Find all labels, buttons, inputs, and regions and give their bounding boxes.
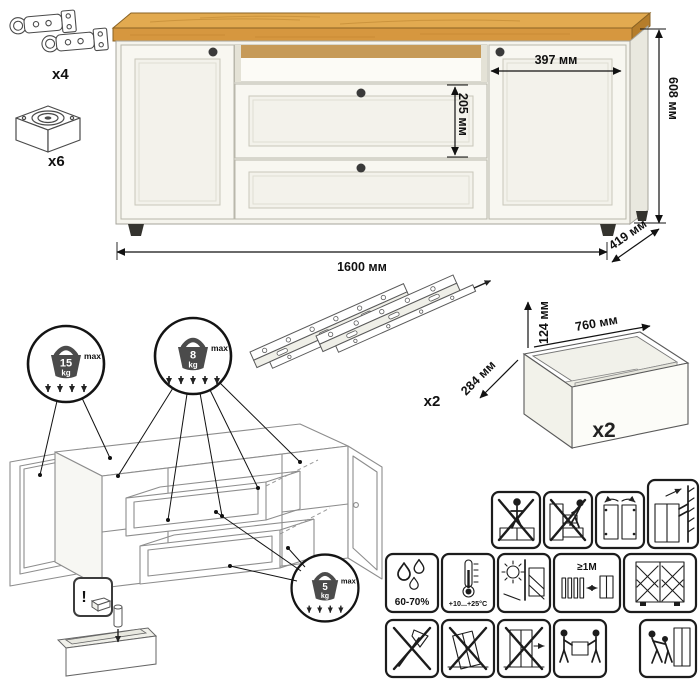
furniture-leg-icon: [15, 105, 81, 153]
door-knob: [495, 47, 505, 57]
wardrobe-grid-icon: [622, 552, 698, 614]
cabinet-foot: [636, 211, 648, 221]
width-dimension: 1600 мм: [337, 260, 387, 274]
hinge-icon: [9, 9, 109, 53]
load-limit-leaders: [38, 382, 306, 582]
slides-count-label: x2: [424, 393, 441, 410]
load-max-label: max: [341, 577, 357, 586]
height-dimension: 608 мм: [666, 77, 680, 120]
drawer-knob: [356, 88, 366, 98]
left-door: [120, 44, 235, 220]
load-weight: 8: [190, 350, 196, 362]
keep-from-sunlight-icon: [496, 552, 552, 614]
drawer-front-1: [234, 83, 488, 159]
load-weight: 5: [322, 582, 328, 593]
secure-to-wall-icon: [646, 478, 700, 550]
drawer-box-depth-dimension: 284 мм: [458, 358, 498, 398]
cabinet-foot: [600, 224, 616, 236]
door-width-dimension: 397 мм: [535, 53, 578, 67]
drawer-knob: [356, 163, 366, 173]
drawer-box-count-label: x2: [592, 419, 615, 442]
leg-count-label: x6: [48, 153, 65, 170]
cabinet-foot: [128, 224, 144, 236]
no-climbing-drawers-icon: [542, 490, 594, 550]
drawer-height-dimension: 205 мм: [456, 93, 470, 136]
distance-from-heat-icon: ≥1M: [552, 552, 622, 614]
door-adjustment-icon: [594, 490, 646, 550]
temperature-range-label: +10...+25°C: [449, 599, 487, 608]
alert-icon: !: [73, 577, 113, 617]
drawer-box-width-dimension: 760 мм: [574, 313, 619, 334]
load-weight: 15: [60, 358, 72, 370]
cabinet-illustration: [111, 11, 652, 236]
alert-mark: !: [81, 589, 86, 606]
carry-with-two-people-icon: [552, 618, 608, 679]
load-unit: kg: [61, 369, 70, 378]
cabinet-side-panel: [629, 24, 649, 226]
temperature-icon: +10...+25°C: [440, 552, 496, 614]
cabinet-top-panel: [111, 11, 652, 43]
humidity-range-label: 60-70%: [395, 597, 430, 608]
drawer-box-illustration: x2 124 мм 760 мм 284 мм: [458, 301, 690, 450]
load-max-label: max: [211, 343, 228, 353]
drawer-front-2: [234, 159, 488, 220]
open-niche: [234, 44, 488, 83]
load-limit-top: 15 kg max: [26, 324, 106, 404]
plinth-channel-detail: [56, 604, 158, 677]
no-dragging-icon: [496, 618, 552, 679]
door-knob: [208, 47, 218, 57]
load-unit: kg: [321, 593, 329, 600]
load-limit-shelves: 8 kg max: [153, 316, 233, 396]
humidity-icon: 60-70%: [384, 552, 440, 614]
no-sharp-tools-icon: [384, 618, 440, 679]
no-standing-on-furniture-icon: [490, 490, 542, 550]
load-limit-drawers: 5 kg max: [290, 553, 360, 623]
exploded-wireframe: [9, 423, 383, 589]
drawer-box-height-dimension: 124 мм: [537, 301, 551, 344]
load-unit: kg: [188, 361, 197, 370]
drawer-slides-illustration: x2: [249, 274, 491, 410]
load-max-label: max: [84, 351, 101, 361]
hinge-count-label: x4: [52, 66, 69, 83]
team-lift-wardrobe-icon: [638, 618, 698, 679]
no-tipping-icon: [440, 618, 496, 679]
radiator-distance-label: ≥1M: [577, 562, 596, 573]
